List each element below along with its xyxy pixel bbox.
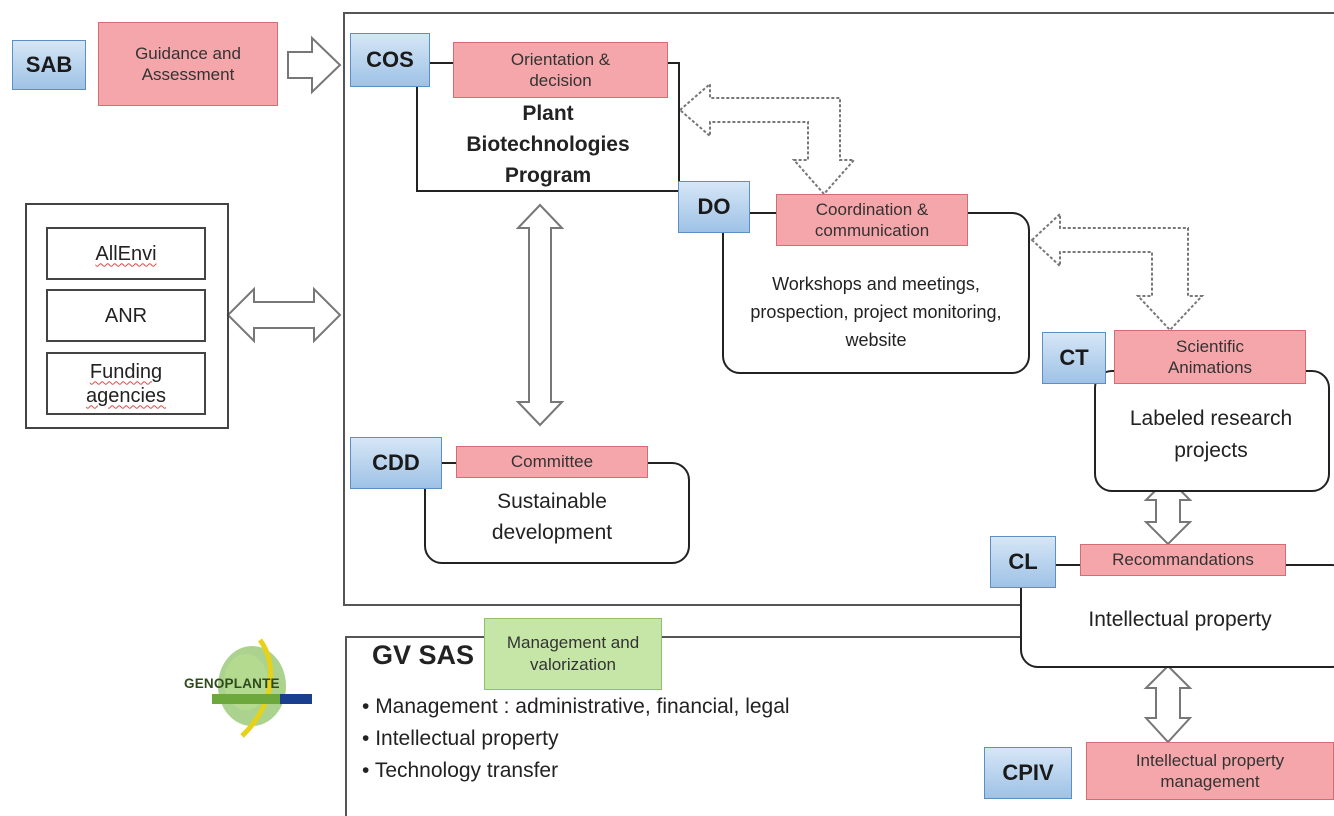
cos-cdd-arrow	[515, 203, 565, 427]
sab-to-program-arrow	[287, 35, 342, 95]
cl-role: Recommandations	[1112, 550, 1254, 570]
sab-code-box: SAB	[12, 40, 86, 90]
gvsas-title: GV SAS	[372, 640, 475, 670]
funder-allenvi: AllEnvi	[46, 227, 206, 280]
genoplante-logo-text: GENOPLANTE	[184, 676, 280, 691]
cdd-code: CDD	[372, 450, 420, 475]
do-code: DO	[697, 194, 731, 219]
funder-anr-label: ANR	[104, 304, 148, 327]
cos-code: COS	[366, 47, 414, 72]
cdd-body: Sustainable development	[432, 484, 672, 550]
funder-agencies: Funding agencies	[46, 352, 206, 415]
do-ct-arrow	[1030, 211, 1205, 332]
cdd-body-text: Sustainable development	[491, 490, 613, 544]
cos-title-line-2: Biotechnologies	[466, 132, 630, 156]
cpiv-code-box: CPIV	[984, 747, 1072, 799]
gvsas-bullets: Management : administrative, financial, …	[362, 691, 790, 787]
gvsas-bullet: Technology transfer	[362, 755, 790, 787]
genoplante-logo: GENOPLANTE	[182, 636, 328, 740]
cpiv-role: Intellectual property management	[1135, 750, 1285, 791]
ct-role-box: Scientific Animations	[1114, 330, 1306, 384]
cpiv-role-box: Intellectual property management	[1086, 742, 1334, 800]
do-code-box: DO	[678, 181, 750, 233]
gvsas-role-box: Management and valorization	[484, 618, 662, 690]
gvsas-bullet: Intellectual property	[362, 723, 790, 755]
ct-body: Labeled research projects	[1102, 392, 1320, 478]
cl-code-box: CL	[990, 536, 1056, 588]
cdd-role-box: Committee	[456, 446, 648, 478]
sab-role-box: Guidance and Assessment	[98, 22, 278, 106]
program-frame	[343, 12, 1334, 606]
funder-anr: ANR	[46, 289, 206, 342]
cl-role-box: Recommandations	[1080, 544, 1286, 576]
do-body: Workshops and meetings, prospection, pro…	[738, 262, 1014, 362]
cl-code: CL	[1008, 549, 1038, 574]
ct-code: CT	[1059, 345, 1089, 370]
do-body-text: Workshops and meetings, prospection, pro…	[750, 274, 1002, 350]
gvsas-role: Management and valorization	[506, 632, 640, 674]
do-role: Coordination & communication	[814, 199, 930, 240]
gvsas-bullet: Management : administrative, financial, …	[362, 691, 789, 723]
cos-title-line-3: Program	[504, 163, 592, 187]
cos-program-title: Plant Biotechnologies Program	[416, 96, 680, 192]
cdd-code-box: CDD	[350, 437, 442, 489]
funders-exchange-arrow	[226, 286, 342, 344]
cl-body-text: Intellectual property	[1088, 608, 1272, 632]
cos-role-box: Orientation & decision	[453, 42, 668, 98]
genoplante-leaf-icon	[212, 638, 312, 738]
ct-role: Scientific Animations	[1167, 336, 1253, 377]
cos-title-line-1: Plant	[522, 101, 574, 125]
ct-code-box: CT	[1042, 332, 1106, 384]
cl-body: Intellectual property	[1030, 592, 1330, 648]
cpiv-code: CPIV	[1002, 760, 1054, 785]
funders-frame	[25, 203, 229, 429]
cos-role: Orientation & decision	[510, 49, 611, 90]
sab-role: Guidance and Assessment	[135, 43, 241, 84]
funder-allenvi-label: AllEnvi	[95, 242, 157, 265]
gvsas-frame	[345, 636, 1334, 816]
ct-body-text: Labeled research projects	[1129, 407, 1293, 462]
cdd-role: Committee	[510, 452, 594, 472]
sab-code: SAB	[25, 52, 73, 77]
cos-code-box: COS	[350, 33, 430, 87]
do-role-box: Coordination & communication	[776, 194, 968, 246]
funder-agencies-label: Funding agencies	[85, 360, 167, 407]
